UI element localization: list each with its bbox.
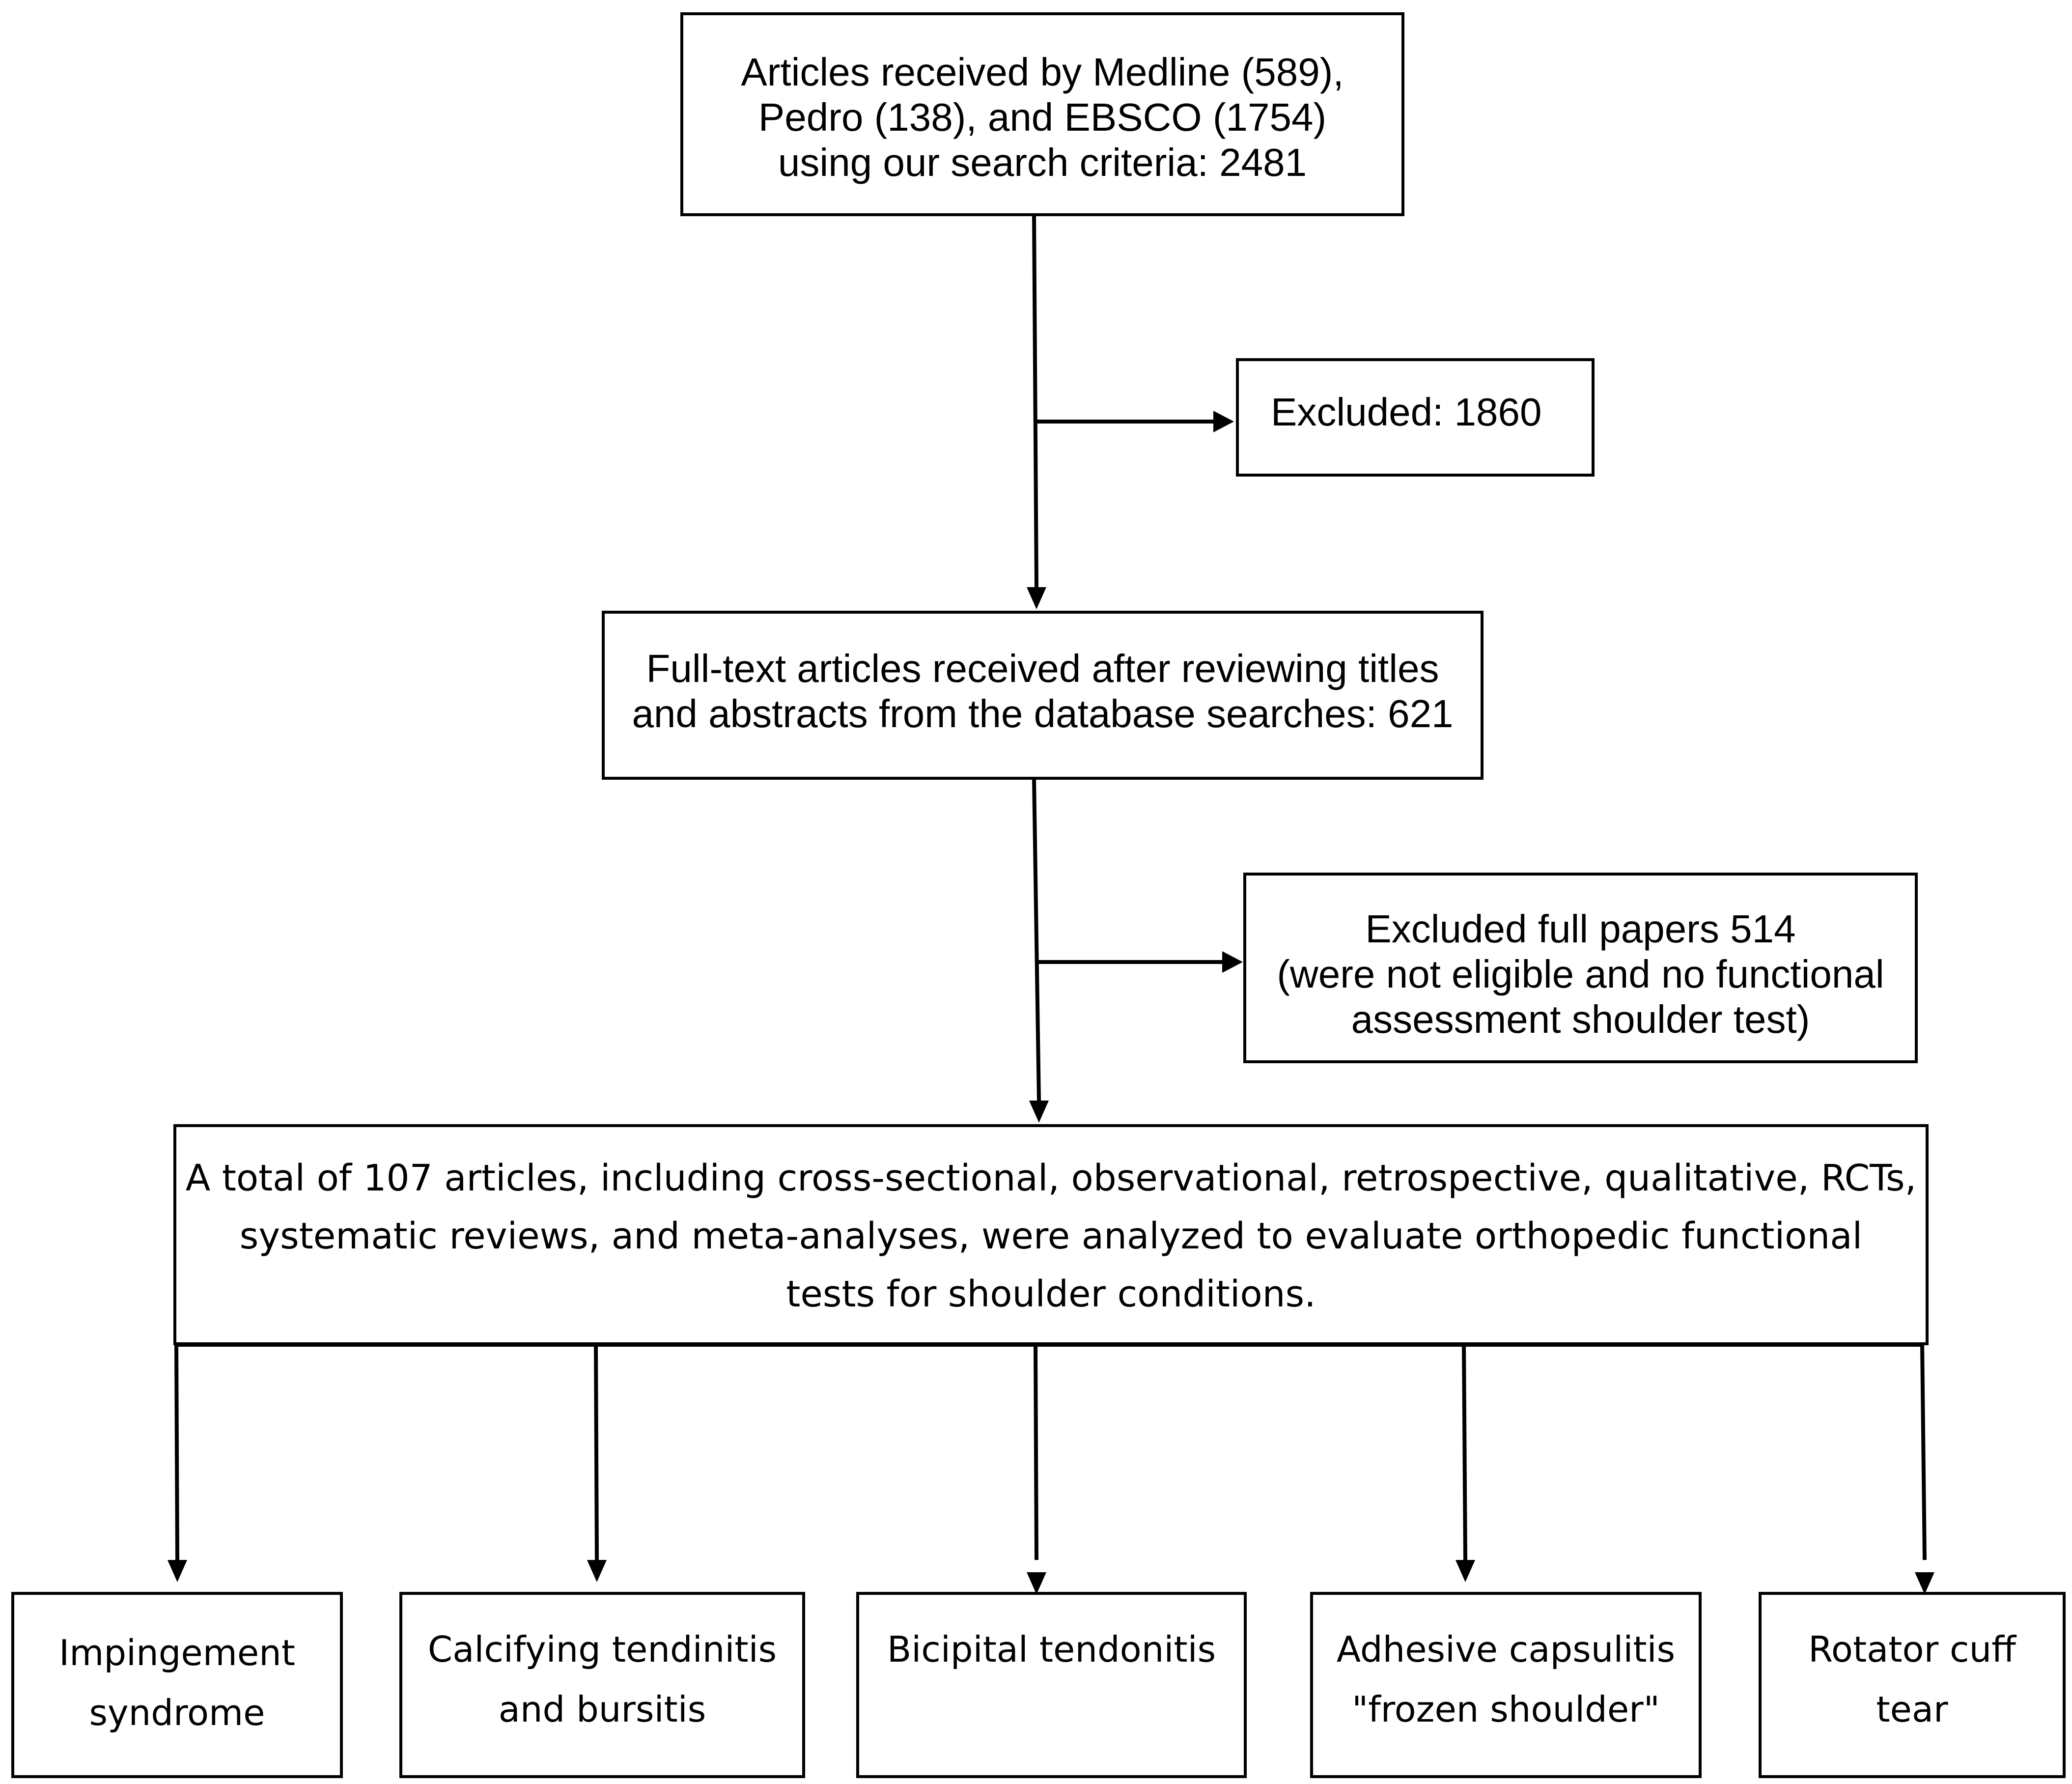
connector-to-impingement — [174, 1344, 179, 1560]
arrowhead-to-calcifying — [587, 1560, 607, 1582]
node-line: Rotator cuff — [1808, 1629, 2016, 1670]
node-rotator-cuff-tear: Rotator cuff tear — [1759, 1592, 2066, 1778]
connector-to-rotator — [1920, 1344, 1927, 1560]
arrowhead-to-excluded2 — [1222, 951, 1243, 973]
node-line: Excluded: 1860 — [1271, 390, 1542, 434]
node-adhesive-capsulitis: Adhesive capsulitis "frozen shoulder" — [1310, 1592, 1702, 1778]
arrowhead-to-fulltext — [1027, 587, 1046, 609]
arrowhead-to-impingement — [168, 1560, 187, 1582]
connector-to-calcifying — [594, 1344, 599, 1560]
node-line: Calcifying tendinitis — [427, 1629, 777, 1670]
node-line: Bicipital tendonitis — [887, 1629, 1216, 1670]
node-excluded-records: Excluded: 1860 — [1236, 358, 1595, 477]
node-line: Pedro (138), and EBSCO (1754) — [758, 95, 1327, 139]
node-excluded-full-papers: Excluded full papers 514 (were not eligi… — [1243, 873, 1918, 1063]
node-search-results: Articles received by Medline (589), Pedr… — [680, 12, 1404, 216]
node-line: A total of 107 articles, including cross… — [185, 1157, 1917, 1199]
node-line: assessment shoulder test) — [1351, 997, 1810, 1041]
arrowhead-to-adhesive — [1456, 1560, 1475, 1582]
node-calcifying-tendinitis: Calcifying tendinitis and bursitis — [399, 1592, 805, 1778]
arrowhead-to-bicipital — [1027, 1572, 1046, 1594]
node-line: Excluded full papers 514 — [1365, 907, 1796, 951]
node-bicipital-tendonitis: Bicipital tendonitis — [856, 1592, 1247, 1778]
node-line: systematic reviews, and meta-analyses, w… — [239, 1215, 1863, 1257]
node-line: syndrome — [89, 1692, 265, 1733]
node-line: (were not eligible and no functional — [1277, 952, 1884, 996]
connector-search-to-fulltext — [1032, 215, 1038, 588]
node-line: Full-text articles received after review… — [646, 647, 1439, 690]
node-line: and bursitis — [498, 1689, 706, 1730]
node-line: Adhesive capsulitis — [1336, 1629, 1676, 1670]
arrowhead-to-excluded1 — [1213, 411, 1234, 432]
arrowhead-to-rotator — [1915, 1572, 1934, 1594]
connector-fulltext-to-analyzed — [1032, 779, 1041, 1101]
node-line: Articles received by Medline (589), — [741, 50, 1344, 94]
node-line: Impingement — [58, 1632, 295, 1673]
node-line: tests for shoulder conditions. — [786, 1273, 1316, 1315]
connector-to-adhesive — [1462, 1344, 1467, 1560]
node-fulltext-articles: Full-text articles received after review… — [602, 611, 1484, 780]
node-impingement-syndrome: Impingement syndrome — [11, 1592, 343, 1778]
arrowhead-to-analyzed — [1029, 1101, 1049, 1123]
node-line: tear — [1876, 1689, 1948, 1730]
node-line: using our search criteria: 2481 — [778, 141, 1307, 184]
node-line: and abstracts from the database searches… — [632, 692, 1454, 736]
node-line: "frozen shoulder" — [1352, 1689, 1660, 1730]
node-analyzed-articles: A total of 107 articles, including cross… — [173, 1124, 1929, 1345]
